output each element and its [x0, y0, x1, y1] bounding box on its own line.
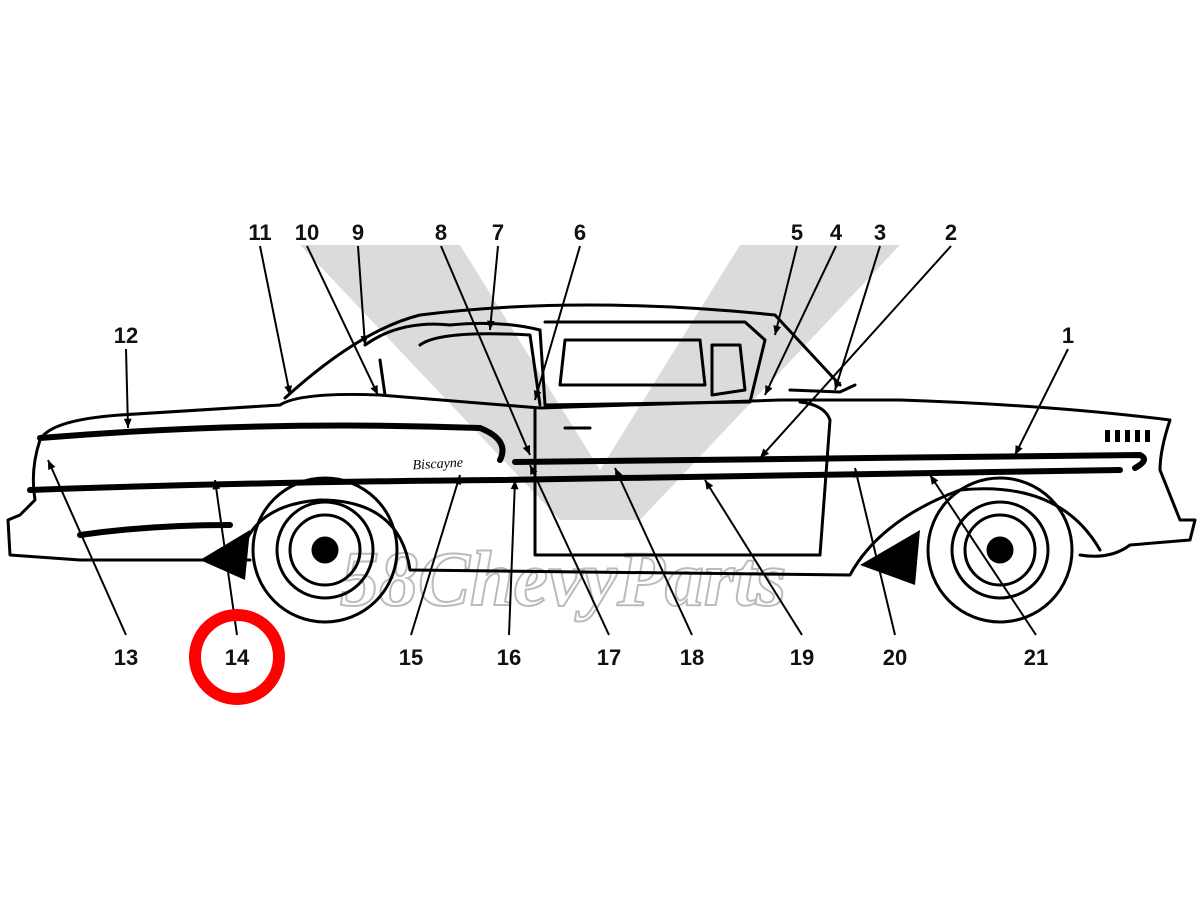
callout-label-20: 20 [883, 645, 907, 670]
callout-label-7: 7 [492, 220, 504, 245]
callout-leader-6 [534, 245, 581, 401]
callout-arrowhead-1 [1015, 445, 1023, 455]
highlight-circle [189, 609, 285, 705]
callout-arrowhead-15 [453, 475, 462, 485]
script-emblem: Biscayne [412, 456, 463, 474]
callout-leader-3 [834, 245, 881, 391]
callout-arrowhead-14 [212, 480, 221, 490]
callout-arrowhead-7 [486, 320, 495, 330]
callout-label-1: 1 [1062, 323, 1074, 348]
callout-leader-12 [125, 348, 129, 429]
callout-leader-1 [1014, 348, 1069, 456]
callout-arrowhead-9 [360, 335, 369, 345]
fender-vents [1105, 430, 1150, 442]
callout-arrowhead-10 [370, 385, 378, 395]
callout-arrowhead-13 [48, 460, 56, 470]
callout-arrowhead-20 [853, 468, 861, 478]
callout-label-15: 15 [399, 645, 423, 670]
callout-arrowhead-3 [834, 380, 842, 390]
callout-arrowhead-4 [765, 385, 773, 395]
callout-arrowhead-16 [510, 480, 519, 490]
watermark-text: 58ChevyParts [340, 535, 786, 622]
callout-arrowhead-12 [123, 418, 132, 428]
callout-arrowhead-8 [522, 445, 530, 455]
front-wheel [926, 476, 1074, 624]
rear-wheel [251, 476, 399, 624]
callout-label-19: 19 [790, 645, 814, 670]
callout-label-3: 3 [874, 220, 886, 245]
callout-leader-4 [764, 245, 837, 396]
callout-leader-2 [759, 245, 952, 459]
callout-leader-16 [508, 479, 516, 636]
callout-leader-7 [489, 245, 499, 331]
callout-label-21: 21 [1024, 645, 1048, 670]
callout-label-2: 2 [945, 220, 957, 245]
callout-arrowhead-21 [930, 475, 939, 485]
callout-label-14: 14 [225, 645, 250, 670]
callout-label-18: 18 [680, 645, 704, 670]
callout-label-10: 10 [295, 220, 319, 245]
callout-label-4: 4 [830, 220, 843, 245]
callout-leader-20 [854, 467, 896, 636]
callout-label-8: 8 [435, 220, 447, 245]
callout-label-13: 13 [114, 645, 138, 670]
callout-arrowhead-11 [284, 385, 292, 395]
callout-label-16: 16 [497, 645, 521, 670]
callout-label-6: 6 [574, 220, 586, 245]
callout-leader-17 [529, 464, 610, 636]
callout-leader-9 [357, 245, 366, 346]
callout-arrowhead-5 [773, 325, 781, 335]
callout-leader-19 [704, 479, 803, 636]
callout-arrowhead-6 [533, 390, 542, 400]
callout-arrowhead-18 [615, 468, 623, 478]
callout-leader-8 [440, 245, 531, 456]
callout-label-5: 5 [791, 220, 803, 245]
callout-leader-13 [47, 459, 127, 636]
callout-arrowhead-17 [530, 465, 538, 475]
callout-label-12: 12 [114, 323, 138, 348]
side-moldings [27, 422, 1147, 538]
callout-label-9: 9 [352, 220, 364, 245]
callout-arrowhead-19 [705, 480, 714, 490]
callout-label-11: 11 [248, 220, 271, 245]
callout-label-17: 17 [597, 645, 621, 670]
callout-leader-5 [774, 245, 798, 336]
callout-leader-18 [614, 467, 693, 636]
callout-leader-15 [410, 474, 461, 636]
callout-leader-10 [306, 245, 379, 396]
callout-leader-21 [929, 474, 1037, 636]
callout-leader-11 [259, 245, 291, 396]
callout-arrowhead-2 [760, 448, 770, 458]
front-wheel-shadow [860, 530, 920, 585]
